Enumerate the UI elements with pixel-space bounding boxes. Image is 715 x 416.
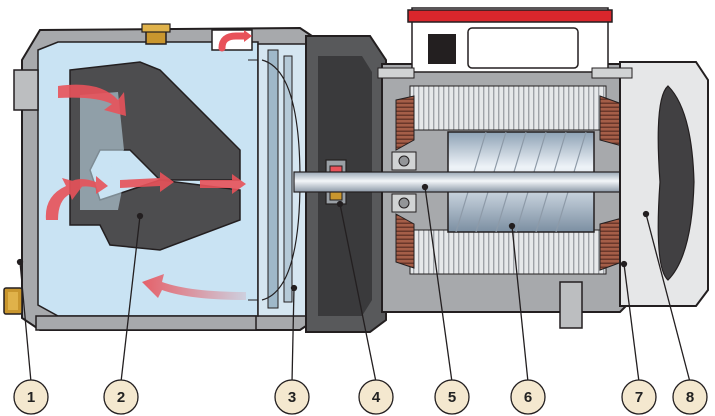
leader-line-5	[424, 186, 453, 383]
stator-fins-bottom	[409, 229, 607, 275]
callout-5: 5	[434, 379, 470, 415]
callout-number: 7	[635, 389, 643, 406]
callouts: 1 2 3 4 5 6 7 8	[13, 379, 708, 415]
cooling-fan	[657, 85, 695, 281]
leader-line-4	[339, 203, 377, 383]
callout-4: 4	[358, 379, 394, 415]
callout-6: 6	[510, 379, 546, 415]
leader-lines	[16, 183, 691, 383]
terminal-box-cover	[407, 9, 613, 23]
leader-line-3	[291, 287, 295, 383]
callout-1: 1	[13, 379, 49, 415]
callout-number: 3	[288, 389, 296, 406]
front-bearing	[391, 151, 417, 213]
callout-3: 3	[274, 379, 310, 415]
impeller-assembly	[257, 43, 307, 317]
pump-foot	[35, 315, 257, 331]
callout-number: 2	[117, 389, 125, 406]
priming-plug	[141, 23, 171, 45]
winding-right-bottom	[599, 217, 623, 271]
callout-number: 6	[524, 389, 532, 406]
callout-7: 7	[621, 379, 657, 415]
leader-line-7	[623, 263, 640, 383]
flow-arrow-venturi	[70, 176, 108, 194]
winding-left-bottom	[395, 213, 415, 269]
pump-body	[3, 23, 331, 331]
drain-plug	[3, 287, 23, 315]
capacitor	[467, 27, 579, 69]
outlet-port	[211, 29, 253, 52]
flow-arrows	[45, 84, 246, 300]
tie-bolt-left	[377, 67, 415, 79]
callout-number: 4	[372, 389, 381, 406]
stator-fins-top	[409, 85, 607, 131]
terminal-box	[407, 7, 613, 73]
callout-2: 2	[103, 379, 139, 415]
flow-arrow-bottom	[142, 274, 246, 300]
leader-line-2	[120, 215, 141, 383]
leader-line-6	[511, 225, 529, 383]
winding-right-top	[599, 95, 623, 147]
callout-number: 5	[448, 389, 456, 406]
flow-arrow-inner	[200, 174, 246, 194]
mounting-lug	[13, 69, 39, 111]
motor	[35, 7, 709, 331]
leader-line-1	[19, 261, 32, 383]
callout-number: 1	[27, 389, 35, 406]
motor-foot	[559, 281, 583, 329]
tie-bolt-right	[591, 67, 633, 79]
callout-8: 8	[672, 379, 708, 415]
callout-number: 8	[686, 389, 694, 406]
flow-arrow-center	[120, 172, 174, 192]
flow-arrow-top	[58, 84, 126, 116]
leader-line-8	[645, 213, 691, 383]
winding-left-top	[395, 95, 415, 151]
